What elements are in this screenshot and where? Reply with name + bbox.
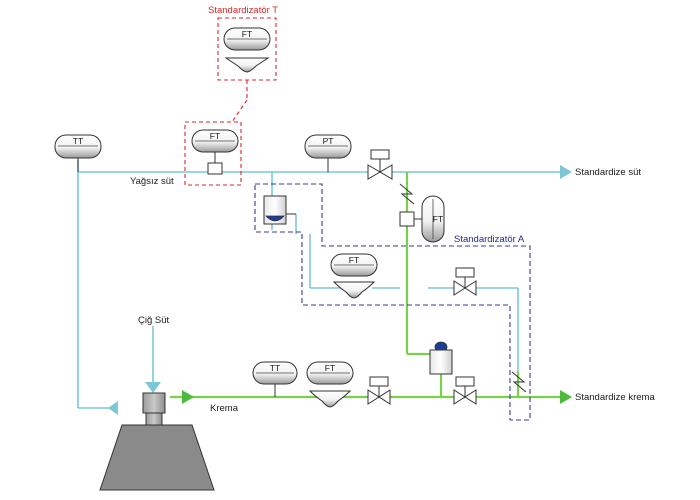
standardized-cream-label: Standardize krema (575, 392, 655, 403)
cream-label: Krema (210, 403, 239, 414)
raw-milk-arrow (145, 382, 161, 393)
standardizer-a-group: Standardizatör A (254, 183, 531, 421)
skim-out-arrow (560, 165, 572, 179)
control-valve-bottom-1 (367, 376, 391, 405)
ft-top-tag: FT (210, 131, 220, 141)
ft-middle-instrument: FT (330, 253, 378, 299)
pt-instrument: PT (304, 134, 352, 172)
standardizer-t-detail-box (184, 121, 242, 186)
ft-bottom-tag: FT (325, 363, 335, 373)
ft-bottom-instrument: FT (306, 361, 354, 408)
raw-milk-label: Çiğ Süt (138, 315, 170, 326)
pt-tag: PT (323, 136, 334, 146)
signal-zigzag-top (399, 183, 415, 205)
standardizer-t-label: Standardizatör T (208, 5, 278, 16)
tt-bottom-tag: TT (270, 363, 280, 373)
ft-vertical-instrument: FT (399, 195, 445, 243)
control-valve-top (367, 149, 393, 180)
tt-top-tag: TT (73, 136, 83, 146)
standardizer-a-box (254, 183, 531, 421)
ft-detail-tag: FT (242, 29, 252, 39)
standardizer-t-group: Standardizatör T (184, 5, 278, 186)
tt-bottom-instrument: TT (252, 361, 298, 397)
cream-out-of-separator-arrow (182, 390, 194, 404)
skim-milk-label: Yağsız süt (130, 176, 174, 187)
standardizer-a-label: Standardizatör A (454, 234, 525, 245)
centrifugal-separator (99, 392, 215, 491)
cream-lines (170, 172, 572, 404)
separator-base (99, 424, 215, 491)
control-valve-bottom-2 (453, 376, 477, 405)
ft-top-instrument: FT (191, 129, 239, 175)
cream-vessel (429, 341, 453, 375)
standardized-milk-label: Standardize süt (575, 167, 641, 178)
control-valve-middle (453, 267, 477, 296)
ft-detail-instrument: FT (223, 27, 271, 73)
ft-vertical-tag: FT (433, 214, 443, 224)
skim-into-separator-arrow (108, 401, 118, 415)
cream-out-arrow (560, 390, 572, 404)
ft-middle-tag: FT (349, 255, 359, 265)
skim-milk-lines (77, 160, 572, 415)
blending-vessel (263, 195, 296, 225)
signal-zigzag-bottom (511, 371, 527, 393)
tt-top-instrument: TT (54, 134, 102, 172)
